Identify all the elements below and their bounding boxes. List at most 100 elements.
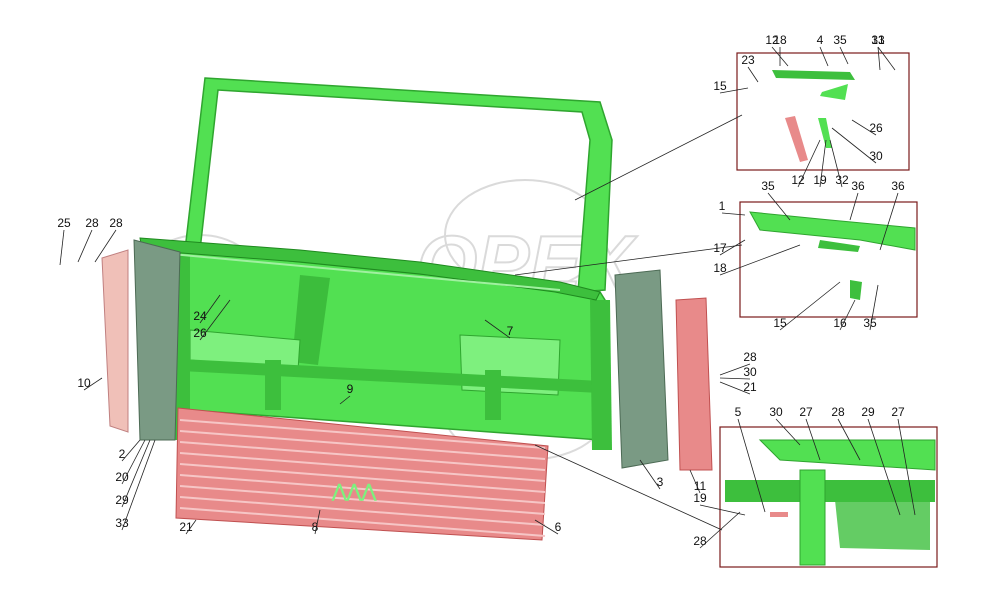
callout-label-27: 27	[891, 405, 905, 419]
callout-label-26: 26	[869, 121, 883, 135]
callout-leader-27	[897, 418, 916, 516]
callout-leader-28	[77, 229, 93, 263]
callout-leader-15	[779, 281, 841, 331]
callout-label-30: 30	[869, 149, 883, 163]
callout-label-28: 28	[109, 216, 123, 230]
callout-leader-7	[484, 319, 511, 339]
callout-label-11: 11	[694, 479, 707, 493]
callout-label-28: 28	[831, 405, 845, 419]
callout-leader-30	[831, 127, 877, 164]
callout-leader-32	[829, 139, 843, 188]
callout-label-12: 12	[765, 33, 779, 47]
callout-leader-12	[797, 139, 821, 188]
grille-slat	[179, 419, 546, 449]
callout-leader-11	[689, 469, 701, 494]
callout-label-18: 18	[773, 33, 787, 47]
callout-label-21: 21	[179, 520, 193, 534]
callout-label-4: 4	[817, 33, 824, 47]
callout-label-13: 13	[871, 33, 885, 47]
inset-top-right	[736, 52, 910, 171]
inset-bottom-right	[719, 426, 938, 568]
callout-leader-19	[819, 139, 827, 188]
callout-leader-12	[771, 46, 789, 67]
callout-leader-21	[185, 519, 197, 535]
callout-leader-36	[879, 192, 899, 251]
callout-label-24: 24	[193, 309, 207, 323]
callout-label-35: 35	[761, 179, 775, 193]
callout-label-31: 31	[871, 33, 885, 47]
callout-label-1: 1	[719, 199, 726, 213]
callout-leader-35	[839, 46, 849, 65]
grille-slat	[179, 463, 546, 493]
callout-label-29: 29	[115, 493, 129, 507]
callout-leader-30	[719, 377, 751, 380]
callout-label-20: 20	[115, 470, 129, 484]
inset-middle-right	[739, 201, 918, 318]
callout-leader-13	[877, 46, 896, 71]
inset-connectors	[514, 114, 743, 531]
callout-label-27: 27	[799, 405, 813, 419]
callout-leader-36	[849, 192, 859, 221]
callout-leader-17	[719, 239, 746, 256]
callout-leader-26	[199, 299, 231, 341]
callout-leader-6	[534, 519, 559, 535]
callout-label-10: 10	[77, 376, 91, 390]
callout-leader-31	[877, 46, 881, 71]
callout-label-19: 19	[813, 173, 827, 187]
callout-label-16: 16	[833, 316, 847, 330]
callout-label-29: 29	[861, 405, 875, 419]
callout-label-30: 30	[743, 365, 757, 379]
callout-leader-28	[699, 511, 741, 549]
callout-leader-9	[339, 395, 351, 405]
callout-leader-35	[869, 284, 879, 331]
callout-label-28: 28	[743, 350, 757, 364]
callout-leader-28	[719, 363, 751, 376]
callout-leader-26	[851, 119, 877, 136]
right-headlamp	[614, 269, 713, 471]
callout-label-7: 7	[507, 324, 514, 338]
callout-leader-10	[83, 377, 103, 391]
callout-label-35: 35	[833, 33, 847, 47]
callout-leader-5	[737, 418, 766, 513]
callout-label-18: 18	[713, 261, 727, 275]
callout-label-21: 21	[743, 380, 757, 394]
callout-leader-8	[314, 509, 321, 535]
callout-leader-29	[121, 439, 151, 508]
callout-label-35: 35	[863, 316, 877, 330]
callout-label-8: 8	[312, 520, 319, 534]
callout-leader-21	[719, 381, 751, 395]
callout-leader-3	[639, 459, 661, 490]
callout-label-23: 23	[741, 53, 755, 67]
callout-label-5: 5	[735, 405, 742, 419]
callout-leader-16	[839, 299, 856, 331]
callout-leader-15	[719, 87, 749, 94]
callout-leader-25	[59, 229, 65, 266]
grille-slat	[179, 485, 546, 515]
callout-label-9: 9	[347, 382, 354, 396]
callout-leader-24	[199, 294, 221, 324]
callout-leader-28	[837, 418, 861, 461]
callout-leader-1	[721, 212, 746, 216]
callout-label-26: 26	[193, 326, 207, 340]
callout-label-32: 32	[835, 173, 849, 187]
callout-label-36: 36	[891, 179, 905, 193]
callout-label-3: 3	[657, 475, 664, 489]
callout-leader-28	[94, 229, 117, 263]
grille-slat	[179, 441, 546, 471]
callout-leader-33	[121, 439, 156, 531]
callout-leader-2	[121, 439, 141, 462]
callout-leader-35	[767, 192, 791, 221]
callout-label-15: 15	[773, 316, 787, 330]
grille-slat	[179, 430, 546, 460]
callout-leader-18	[719, 244, 801, 276]
cowl-strip	[139, 237, 601, 301]
grille-slat	[179, 496, 546, 526]
callout-label-2: 2	[119, 447, 126, 461]
callout-label-6: 6	[555, 520, 562, 534]
callout-leader-30	[775, 418, 801, 446]
grille-slat	[179, 474, 546, 504]
callout-label-15: 15	[713, 79, 727, 93]
